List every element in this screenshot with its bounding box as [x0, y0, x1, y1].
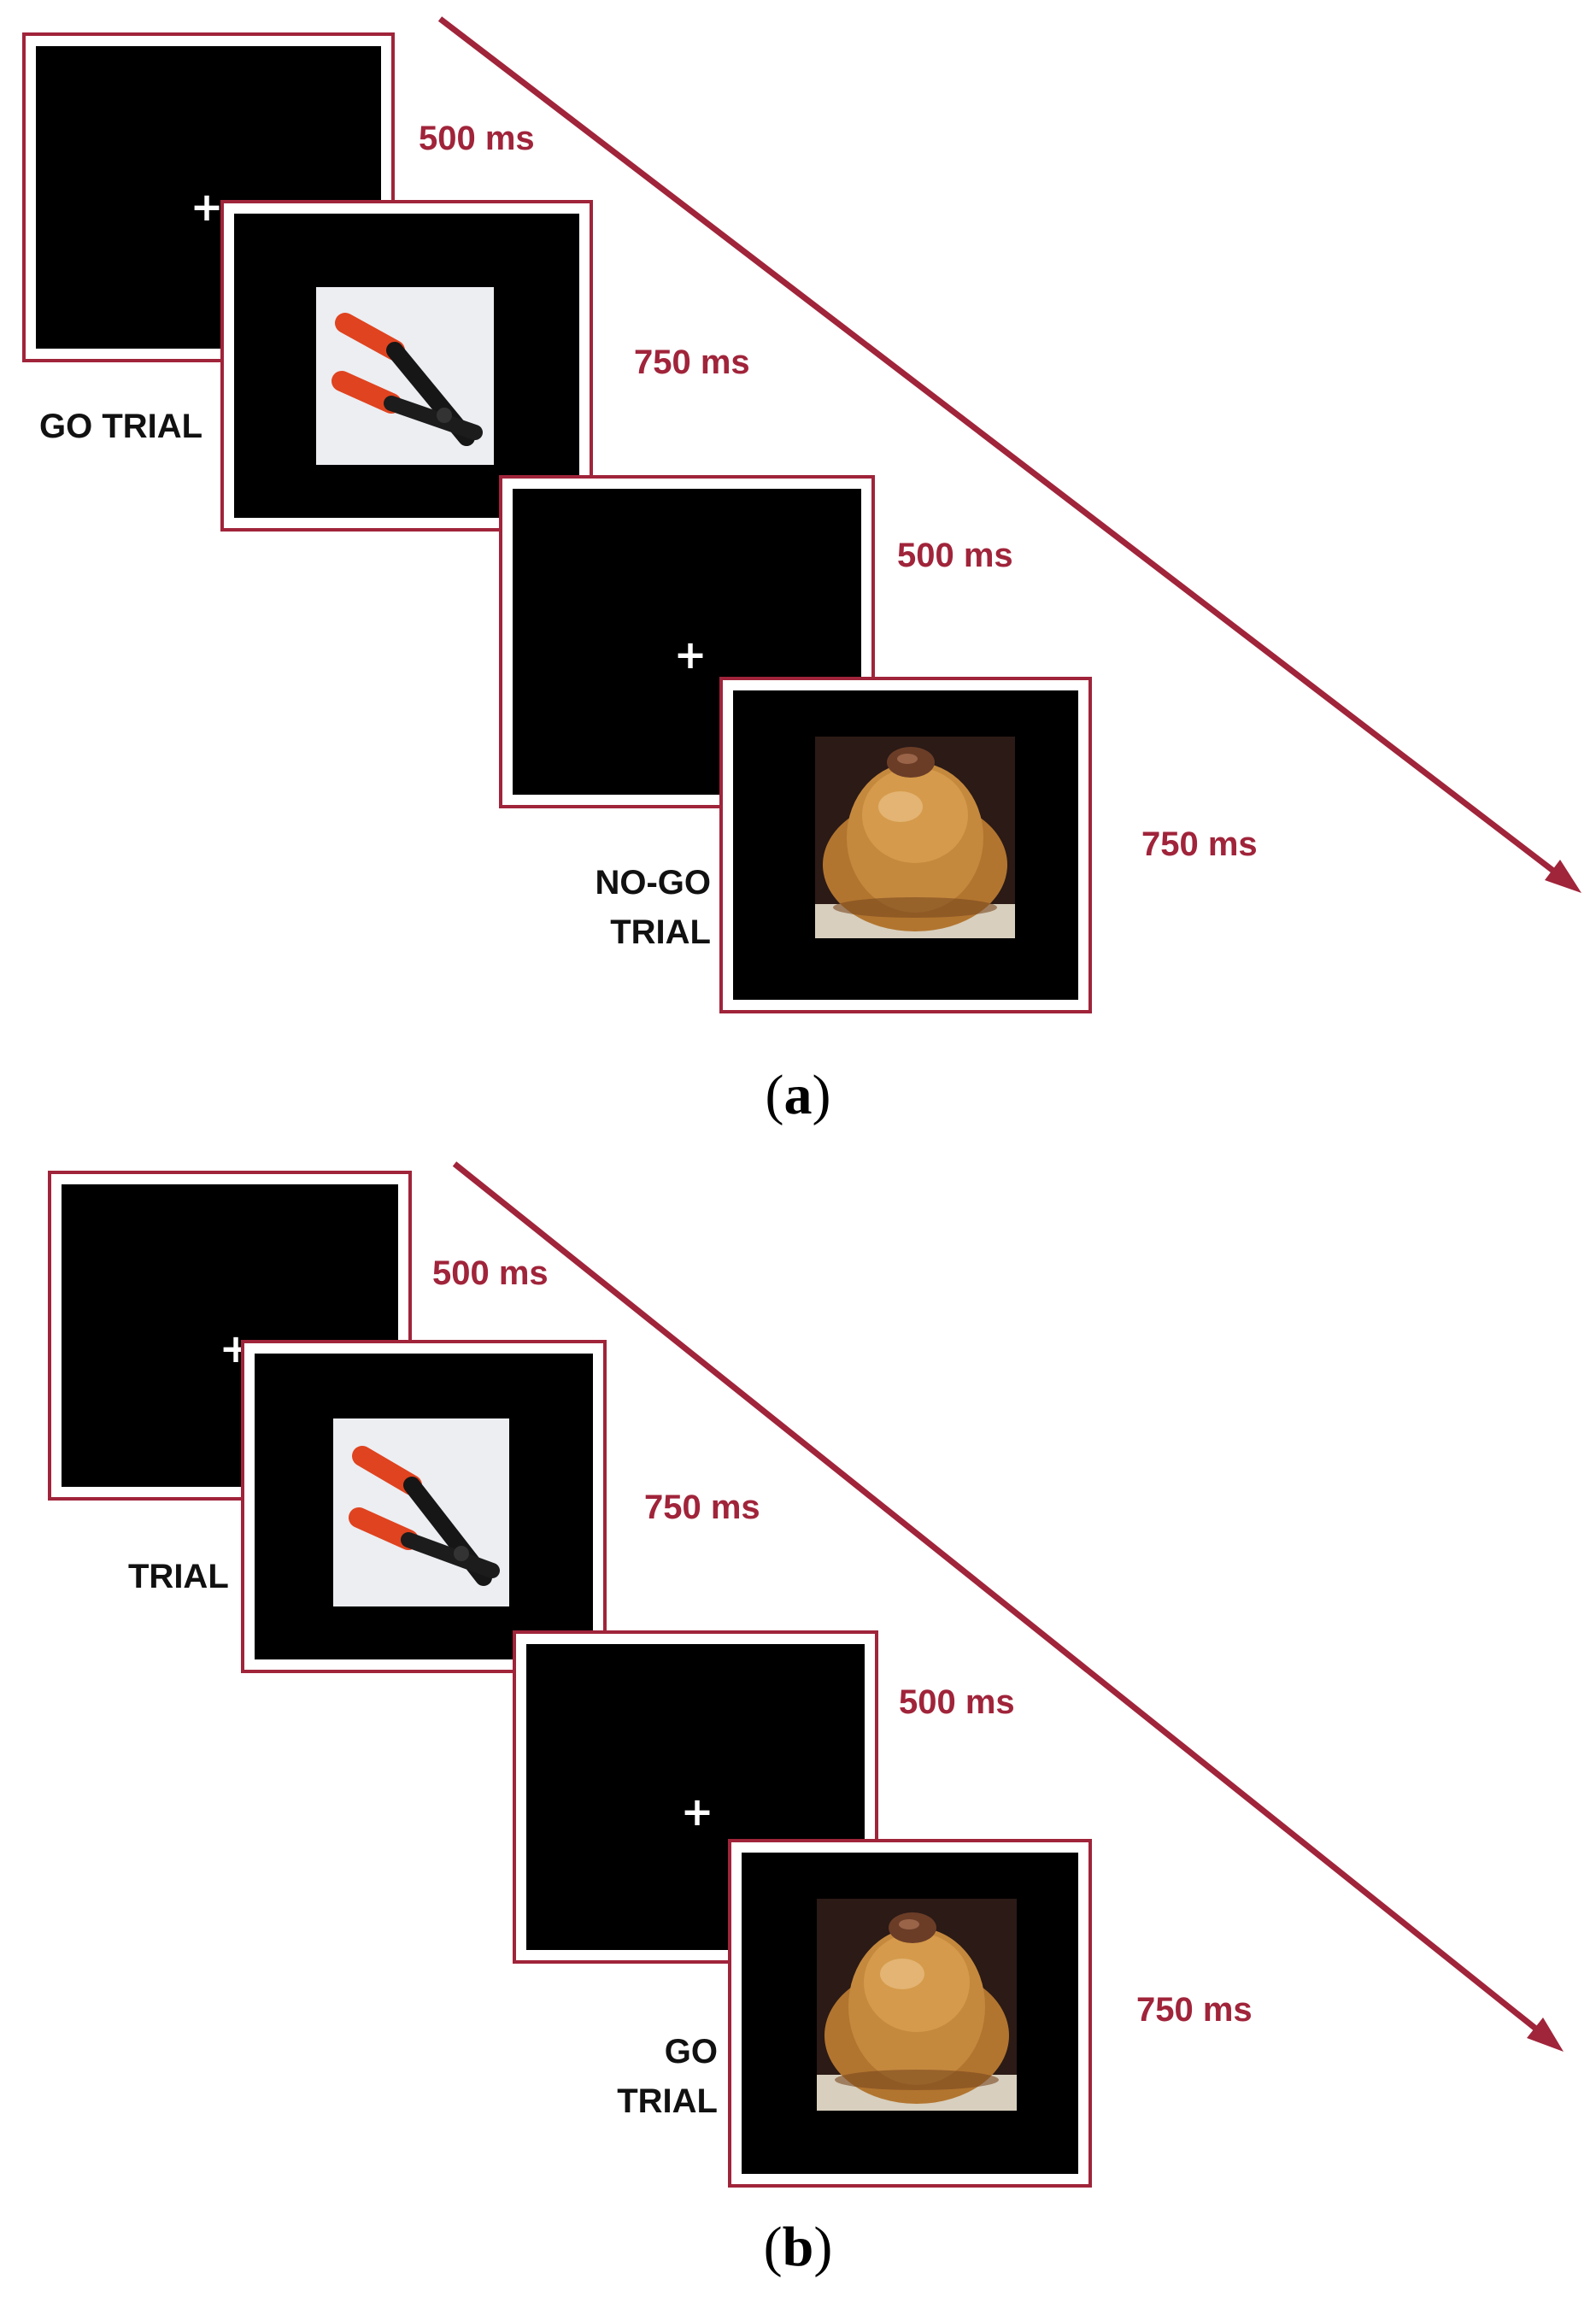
fixation-screen-2: + [513, 1630, 878, 1964]
time-arrow [437, 16, 1581, 893]
fixation-cross: + [680, 1788, 714, 1835]
stimulus-screen-1 [241, 1340, 607, 1673]
pliers-image [316, 287, 494, 465]
duration-label: 750 ms [644, 1489, 760, 1526]
time-arrow [452, 1161, 1564, 2052]
trial-label: GO TRIAL [555, 2027, 718, 2126]
panel-a: + + [0, 0, 1596, 1145]
pastry-image [815, 737, 1015, 938]
fixation-screen-1: + [22, 32, 395, 362]
duration-label: 750 ms [634, 344, 750, 381]
panel-b: + + [0, 1145, 1596, 2290]
pliers-image [333, 1418, 509, 1606]
stimulus-screen-1 [220, 200, 593, 532]
trial-label-line: TRIAL [617, 2082, 718, 2120]
duration-label: 500 ms [432, 1254, 549, 1292]
fixation-cross: + [673, 631, 707, 678]
stimulus-screen-2 [719, 677, 1092, 1013]
duration-label: 500 ms [419, 120, 535, 157]
duration-label: 750 ms [1136, 1991, 1253, 2029]
trial-label-line: NO-GO [595, 864, 711, 902]
trial-label-line: TRIAL [610, 913, 711, 951]
duration-label: 500 ms [897, 537, 1013, 574]
fixation-cross: + [190, 184, 224, 230]
duration-label: 500 ms [899, 1683, 1015, 1721]
trial-label: NO-GO TRIAL [547, 858, 711, 957]
trial-label: GO TRIAL [39, 408, 203, 445]
stimulus-screen-2 [728, 1839, 1092, 2188]
trial-label-line: GO [664, 2033, 718, 2070]
panel-label: (b) [763, 2216, 833, 2278]
fixation-screen-2: + [499, 475, 875, 808]
trial-label: TRIAL [128, 1558, 229, 1595]
duration-label: 750 ms [1141, 825, 1258, 863]
pastry-image [817, 1899, 1017, 2111]
panel-label: (a) [765, 1064, 831, 1126]
